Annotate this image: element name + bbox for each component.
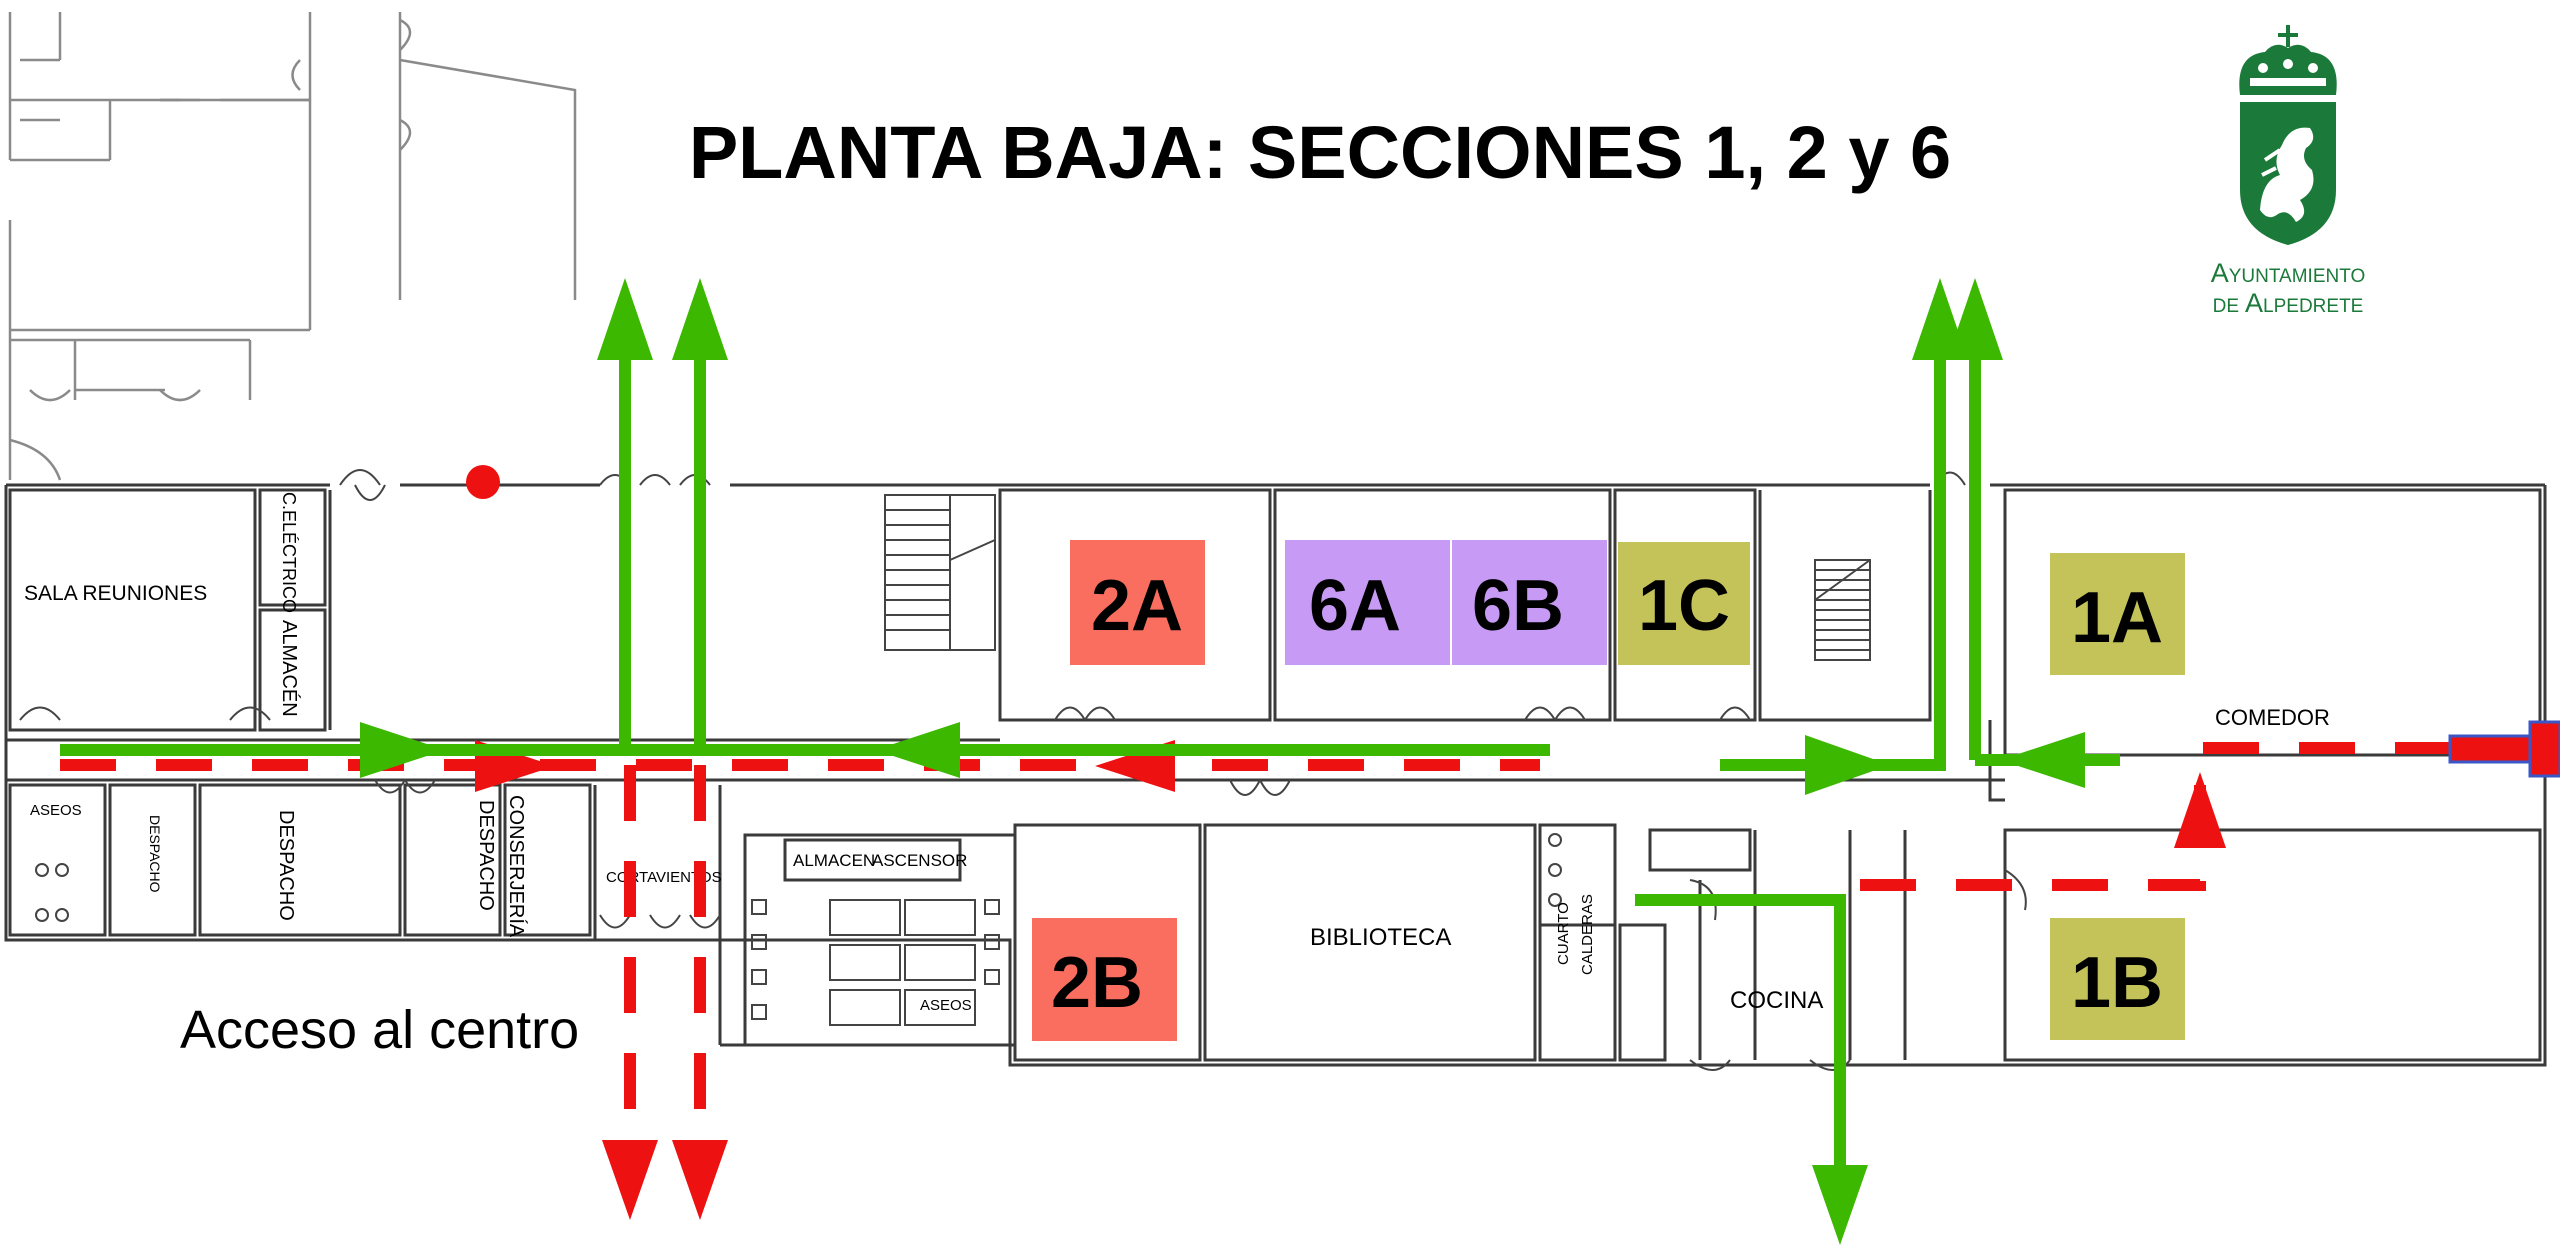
door-swings [19, 469, 2027, 1071]
page-title: PLANTA BAJA: SECCIONES 1, 2 y 6 [689, 111, 1951, 194]
red-arrow-down-right [672, 1140, 728, 1220]
section-6A: 6A [1285, 540, 1450, 665]
red-arrow-down-left [602, 1140, 658, 1220]
section-boxes: 2A 6A 6B 1C 1A 2B 1B [1032, 540, 2185, 1041]
green-arrow-right-stair [1805, 735, 1890, 795]
municipal-logo: Ayuntamiento de Alpedrete [2211, 25, 2366, 318]
room-comedor: COMEDOR [2215, 705, 2330, 730]
green-arrow-down-cocina [1812, 1165, 1868, 1245]
room-aseos-mid: ASEOS [920, 997, 972, 1014]
room-conserjeria: CONSERJERÍA [505, 795, 528, 938]
svg-text:2A: 2A [1091, 566, 1183, 646]
room-calderas: CALDERAS [1579, 894, 1596, 975]
section-1B: 1B [2050, 918, 2185, 1040]
toilet-fixtures [35, 833, 1562, 1026]
crown-icon [2239, 25, 2337, 95]
staircase-right [1814, 559, 1871, 661]
room-almacen-vertical: ALMACÉN [278, 620, 301, 717]
svg-text:6A: 6A [1309, 566, 1401, 646]
room-despacho-small: DESPACHO [147, 815, 163, 893]
section-6B: 6B [1452, 540, 1607, 665]
room-aseos-left: ASEOS [30, 802, 82, 819]
room-cocina: COCINA [1730, 987, 1823, 1014]
room-labels: SALA REUNIONES C.ELÉCTRICO ALMACÉN ASEOS… [24, 492, 2330, 1014]
logo-line-2: de Alpedrete [2213, 288, 2364, 318]
svg-text:1B: 1B [2071, 943, 2163, 1023]
room-biblioteca: BIBLIOTECA [1310, 924, 1451, 951]
section-1C: 1C [1618, 542, 1750, 665]
green-arrow-up-exit-right-2 [1947, 278, 2003, 360]
room-sala-reuniones: SALA REUNIONES [24, 582, 207, 605]
green-arrow-up-exit-left [597, 278, 653, 360]
room-c-electrico: C.ELÉCTRICO [279, 492, 299, 613]
green-arrow-up-exit-mid [672, 278, 728, 360]
main-building-walls [4, 469, 2547, 1071]
green-arrow-left-corridor [875, 722, 960, 778]
section-1A: 1A [2050, 553, 2185, 675]
room-despacho: DESPACHO [275, 810, 297, 921]
svg-text:6B: 6B [1472, 566, 1564, 646]
room-despacho-conserjeria: DESPACHO [475, 800, 497, 911]
logo-line-1: Ayuntamiento [2211, 258, 2366, 288]
section-2A: 2A [1070, 540, 1205, 665]
red-arrow-up-comedor [2174, 772, 2226, 848]
room-ascensor: ASCENSOR [872, 851, 967, 870]
staircase-left [884, 494, 996, 651]
section-2B: 2B [1032, 918, 1177, 1041]
svg-text:2B: 2B [1051, 943, 1143, 1023]
room-almacen: ALMACEN [793, 851, 875, 870]
svg-text:1A: 1A [2071, 578, 2163, 658]
green-arrow-right-corridor [360, 722, 445, 778]
blue-arrow-exit-right [2448, 720, 2560, 778]
svg-text:1C: 1C [1638, 566, 1730, 646]
green-arrow-left-comedor [2000, 732, 2085, 788]
access-label: Acceso al centro [180, 1000, 579, 1060]
upper-building-outline [8, 12, 577, 481]
lion-shield-icon [2240, 102, 2336, 245]
red-point-marker [466, 465, 500, 499]
green-evacuation-route [60, 278, 2120, 1245]
room-cuarto: CUARTO [1555, 902, 1572, 965]
